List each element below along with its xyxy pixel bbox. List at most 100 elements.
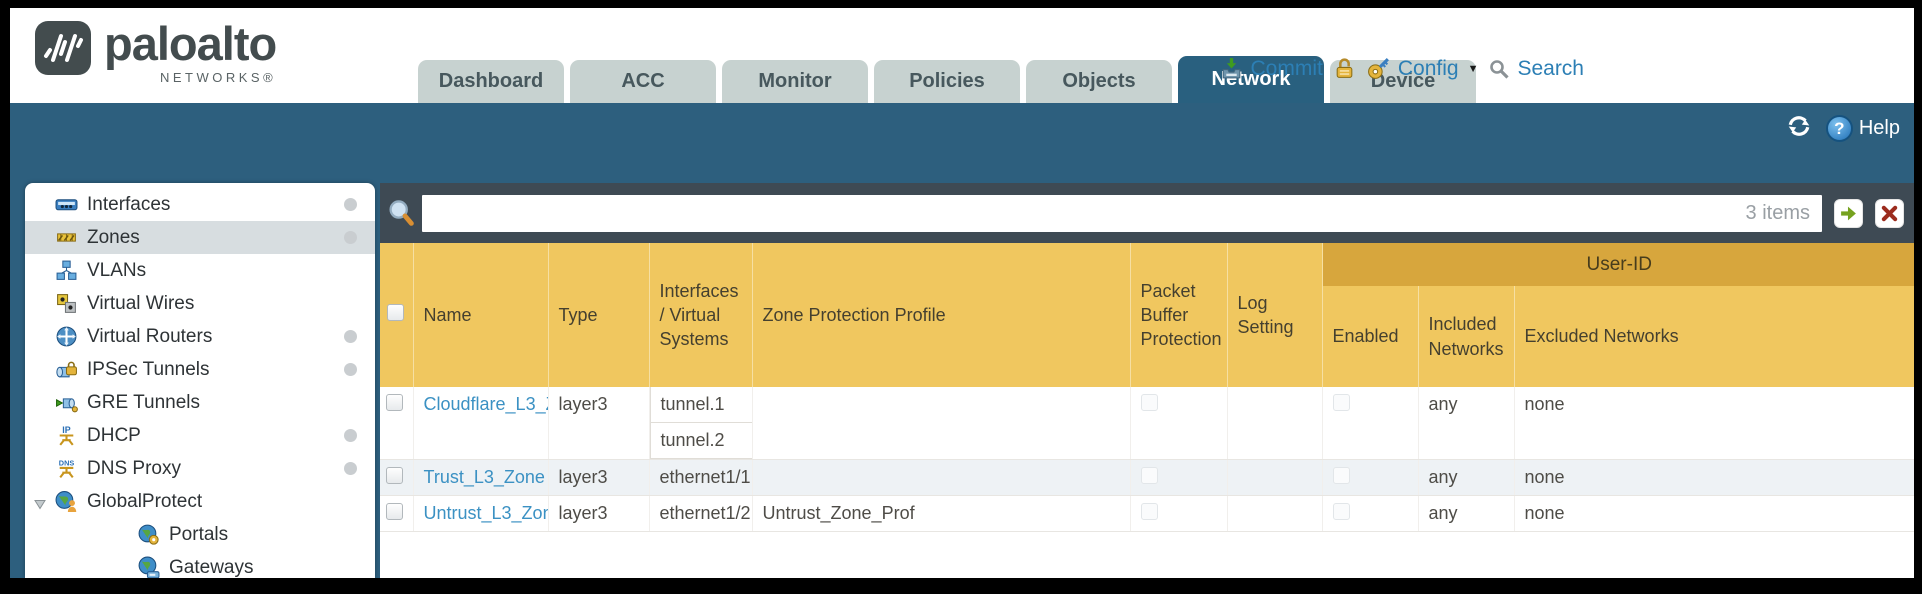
col-header-name[interactable]: Name [412,243,548,387]
select-all-checkbox[interactable] [387,303,404,321]
packet-buffer-checkbox[interactable] [1140,467,1158,484]
page-toolbar: ? Help [1785,112,1900,145]
row-select-checkbox[interactable] [386,503,403,520]
user-id-enabled-checkbox[interactable] [1332,394,1350,411]
status-dot [344,198,357,211]
zone-row-untrust-l3-zone[interactable]: Untrust_L3_Zone layer3 ethernet1/2 Untru… [380,495,1914,532]
col-header-included-networks[interactable]: Included Networks [1417,286,1514,387]
sidebar-item-ipsec-tunnels[interactable]: IPSec Tunnels [25,353,375,386]
zone-name-link[interactable]: Untrust_L3_Zone [423,503,549,523]
interface-value: tunnel.1 [650,387,752,423]
tab-dashboard[interactable]: Dashboard [418,60,564,103]
commit-button[interactable]: Commit [1219,56,1323,81]
search-label: Search [1517,56,1584,80]
excluded-networks-cell: none [1513,387,1914,460]
sidebar-item-gateways[interactable]: Gateways [25,551,375,578]
interface-value: ethernet1/1 [659,467,751,487]
col-header-zone-protection-profile[interactable]: Zone Protection Profile [751,243,1130,387]
sidebar-item-globalprotect[interactable]: GlobalProtect [25,485,375,518]
filter-search-icon [386,198,416,228]
zone-name-link[interactable]: Trust_L3_Zone [423,467,545,487]
zone-type-cell: layer3 [547,459,649,496]
row-select-checkbox[interactable] [386,467,403,484]
user-id-enabled-checkbox[interactable] [1332,467,1350,484]
col-header-excluded-networks[interactable]: Excluded Networks [1513,286,1914,387]
zones-table-body: Cloudflare_L3_Zone layer3 tunnel.1tunnel… [380,387,1914,532]
filter-bar: 3 items [380,183,1914,243]
virtual-wires-icon [55,292,78,315]
tab-network[interactable]: Network [1178,56,1324,103]
paloalto-logo: paloalto NETWORKS® [34,17,277,85]
sidebar-item-gre-tunnels[interactable]: GRE Tunnels [25,386,375,419]
status-dot [344,231,357,244]
config-menu-button[interactable]: Config ▼ [1366,56,1478,81]
clear-filter-button[interactable] [1875,198,1904,228]
dns-proxy-icon: DNS [55,457,78,480]
interface-value: ethernet1/2 [659,503,751,523]
vlans-icon [55,259,78,282]
zone-name-link[interactable]: Cloudflare_L3_Zone [423,394,549,414]
sidebar-item-virtual-routers[interactable]: Virtual Routers [25,320,375,353]
zone-row-cloudflare-l3-zone[interactable]: Cloudflare_L3_Zone layer3 tunnel.1tunnel… [380,387,1914,460]
included-networks-cell: any [1417,387,1514,460]
sidebar-item-interfaces[interactable]: Interfaces [25,188,375,221]
paloalto-logo-icon [35,21,91,75]
col-header-interfaces[interactable]: Interfaces / Virtual Systems [648,243,752,387]
tab-acc[interactable]: ACC [570,60,716,103]
sidebar-item-dhcp[interactable]: IP DHCP [25,419,375,452]
col-header-enabled[interactable]: Enabled [1321,286,1418,387]
col-header-type[interactable]: Type [547,243,649,387]
included-networks-cell: any [1417,495,1514,532]
tab-monitor[interactable]: Monitor [722,60,868,103]
select-all-header [380,243,413,387]
help-button[interactable]: ? Help [1825,115,1900,142]
col-header-packet-buffer-protection[interactable]: Packet Buffer Protection [1129,243,1227,387]
sidebar-item-portals[interactable]: Portals [25,518,375,551]
expander-down-icon[interactable] [33,495,47,510]
included-networks-cell: any [1417,459,1514,496]
interfaces-icon [55,193,78,216]
log-setting-cell [1226,387,1322,460]
zone-type-cell: layer3 [547,495,649,532]
tab-device[interactable]: Device [1330,60,1476,103]
config-label: Config [1397,56,1459,80]
virtual-routers-icon [55,325,78,348]
sidebar-item-zones[interactable]: Zones [25,221,375,254]
refresh-icon[interactable] [1785,112,1813,145]
zones-table: Name Type Interfaces / Virtual Systems Z… [380,243,1914,532]
brand-name: paloalto [104,17,277,70]
status-dot [344,363,357,376]
filter-input[interactable] [422,194,1822,232]
search-button[interactable]: Search [1488,57,1584,81]
brand-subtitle: NETWORKS® [159,70,277,85]
zone-interfaces-cell: ethernet1/2 [648,495,752,532]
excluded-networks-cell: none [1513,459,1914,496]
items-count: 3 items [1745,201,1810,224]
sidebar-item-vlans[interactable]: VLANs [25,254,375,287]
col-header-log-setting[interactable]: Log Setting [1226,243,1322,387]
row-select-checkbox[interactable] [386,394,403,411]
sidebar-item-dns-proxy[interactable]: DNS DNS Proxy [25,452,375,485]
sidebar-item-virtual-wires[interactable]: Virtual Wires [25,287,375,320]
zone-row-trust-l3-zone[interactable]: Trust_L3_Zone layer3 ethernet1/1 any non… [380,459,1914,496]
network-sidebar: Interfaces Zones VLANs Virtual Wires Vir… [25,183,375,578]
portals-icon [137,523,160,546]
dhcp-icon: IP [55,424,78,447]
excluded-networks-cell: none [1513,495,1914,532]
packet-buffer-checkbox[interactable] [1140,394,1158,411]
globalprotect-icon [55,490,78,513]
help-icon: ? [1825,115,1853,142]
tab-objects[interactable]: Objects [1026,60,1172,103]
apply-filter-button[interactable] [1834,198,1863,228]
search-icon [1488,58,1510,80]
user-id-enabled-checkbox[interactable] [1332,503,1350,520]
packet-buffer-checkbox[interactable] [1140,503,1158,520]
lock-icon[interactable] [1333,57,1356,80]
tab-policies[interactable]: Policies [874,60,1020,103]
ipsec-tunnels-icon [55,358,78,381]
commit-label: Commit [1250,56,1323,80]
zone-protection-cell [751,459,1130,496]
